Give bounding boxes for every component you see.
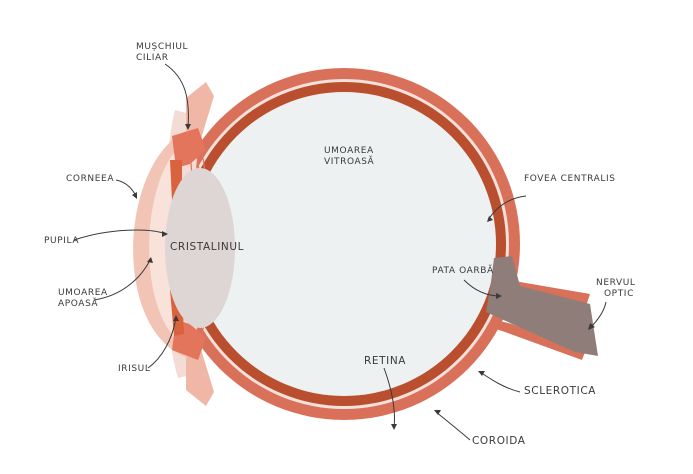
vitreous-body: [192, 92, 496, 396]
label-sclera-text: Sclerotica: [524, 385, 597, 397]
label-aqueous-line1: Umoarea: [58, 288, 108, 298]
arrow-pupil: [162, 231, 168, 237]
arrow-choroid: [434, 410, 441, 415]
arrow-blind-spot: [496, 293, 502, 299]
label-lens-text: Cristalinul: [170, 241, 245, 253]
label-vitreous-line1: Umoarea: [324, 146, 374, 156]
leader-iris: [147, 317, 177, 369]
leader-aqueous-humor: [93, 259, 151, 301]
label-iris-text: Irisul: [118, 364, 151, 374]
label-fovea: Fovea Centralis: [524, 174, 616, 185]
label-ciliary-muscle-line2: ciliar: [136, 53, 169, 63]
arrow-fovea: [487, 216, 493, 222]
arrow-iris: [173, 315, 179, 321]
leader-choroid: [435, 411, 471, 441]
label-pupil-text: Pupila: [44, 236, 80, 246]
optic-nerve: [486, 256, 598, 356]
ciliary-muscle-upper: [172, 128, 206, 168]
label-fovea-text: Fovea Centralis: [524, 174, 616, 184]
label-optic-nerve: Nervul optic: [596, 278, 636, 300]
leader-retina: [383, 367, 395, 429]
leader-arrowheads: [132, 124, 595, 430]
label-lens: Cristalinul: [170, 242, 244, 253]
label-pupil: Pupila: [44, 236, 79, 247]
leader-cornea: [115, 179, 137, 197]
leader-sclera: [479, 371, 521, 393]
lens: [165, 168, 235, 328]
ciliary-band-upper: [186, 82, 214, 142]
label-blind-spot: Pata oarbă: [432, 266, 494, 277]
label-aqueous-line2: apoasă: [58, 299, 99, 309]
label-choroid: Coroida: [472, 436, 526, 447]
leader-ciliary-muscle: [164, 63, 189, 129]
label-optic-nerve-line2: optic: [604, 289, 634, 299]
arrow-ciliary: [185, 124, 191, 130]
label-retina-text: Retina: [364, 355, 407, 367]
optic-nerve-sheath-lower: [484, 318, 585, 360]
label-ciliary-muscle-line1: Mușchiul: [136, 42, 189, 52]
label-sclera: Sclerotica: [524, 386, 596, 397]
label-optic-nerve-line1: Nervul: [596, 278, 636, 288]
label-vitreous-line2: vitroasă: [324, 157, 375, 167]
label-blind-spot-text: Pata oarbă: [432, 266, 494, 276]
arrow-optic-nerve: [588, 323, 595, 330]
label-cornea-text: Corneea: [66, 174, 115, 184]
label-iris: Irisul: [118, 364, 150, 375]
label-vitreous-humor: Umoarea vitroasă: [324, 146, 374, 168]
label-cornea: Corneea: [66, 174, 114, 185]
leader-fovea: [487, 195, 527, 221]
ciliary-band-lower: [186, 346, 214, 406]
label-aqueous-humor: Umoarea apoasă: [58, 288, 108, 310]
arrow-retina: [391, 424, 397, 430]
arrow-aqueous: [147, 257, 153, 263]
arrow-cornea: [132, 192, 137, 199]
label-ciliary-muscle: Mușchiul ciliar: [136, 42, 188, 64]
arrow-sclera: [478, 371, 485, 376]
leader-pupil: [73, 229, 167, 241]
label-choroid-text: Coroida: [472, 435, 526, 447]
label-retina: Retina: [364, 356, 406, 367]
